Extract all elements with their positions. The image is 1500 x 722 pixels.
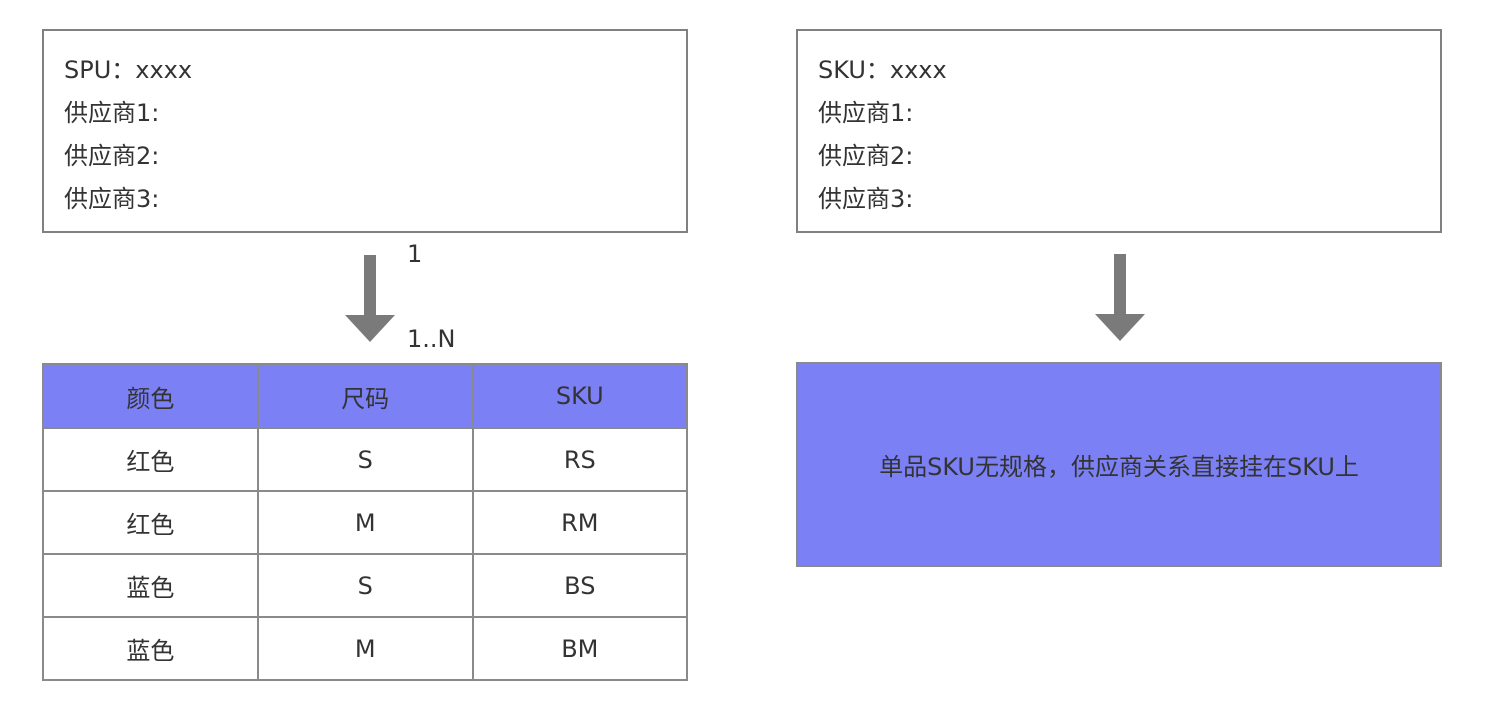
single-sku-note: 单品SKU无规格，供应商关系直接挂在SKU上 [796,362,1442,567]
table-row: 蓝色 S BS [42,553,689,618]
cell-sku: RS [471,427,689,492]
supplier-1-line: 供应商1: [818,99,914,127]
supplier-1-line: 供应商1: [64,99,160,127]
cardinality-one-label: 1 [407,240,423,268]
table-row: 红色 M RM [42,490,689,555]
cell-color: 蓝色 [42,553,259,618]
down-arrow-icon [345,255,395,342]
cell-sku: BM [471,616,689,681]
cell-size: M [256,490,474,555]
table-row: 蓝色 M BM [42,616,689,681]
cardinality-many-label: 1..N [407,325,456,353]
supplier-2-line: 供应商2: [64,142,160,170]
supplier-2-line: 供应商2: [818,142,914,170]
cell-size: S [256,553,474,618]
spu-line: SPU：xxxx [64,56,193,84]
cell-color: 蓝色 [42,616,259,681]
cell-size: S [256,427,474,492]
cell-size: M [256,616,474,681]
header-size: 尺码 [256,363,474,429]
header-color: 颜色 [42,363,259,429]
supplier-3-line: 供应商3: [64,185,160,213]
table-header-row: 颜色 尺码 SKU [42,363,689,429]
table-row: 红色 S RS [42,427,689,492]
supplier-3-line: 供应商3: [818,185,914,213]
sku-info-box: SKU：xxxx 供应商1: 供应商2: 供应商3: [796,29,1442,233]
cell-color: 红色 [42,490,259,555]
cell-sku: RM [471,490,689,555]
down-arrow-icon [1095,254,1145,341]
cell-sku: BS [471,553,689,618]
spu-info-box: SPU：xxxx 供应商1: 供应商2: 供应商3: [42,29,688,233]
header-sku: SKU [471,363,689,429]
single-sku-note-text: 单品SKU无规格，供应商关系直接挂在SKU上 [879,453,1359,481]
sku-spec-table: 颜色 尺码 SKU 红色 S RS 红色 M RM 蓝色 S BS 蓝色 M B… [42,363,689,681]
cell-color: 红色 [42,427,259,492]
sku-line: SKU：xxxx [818,56,947,84]
